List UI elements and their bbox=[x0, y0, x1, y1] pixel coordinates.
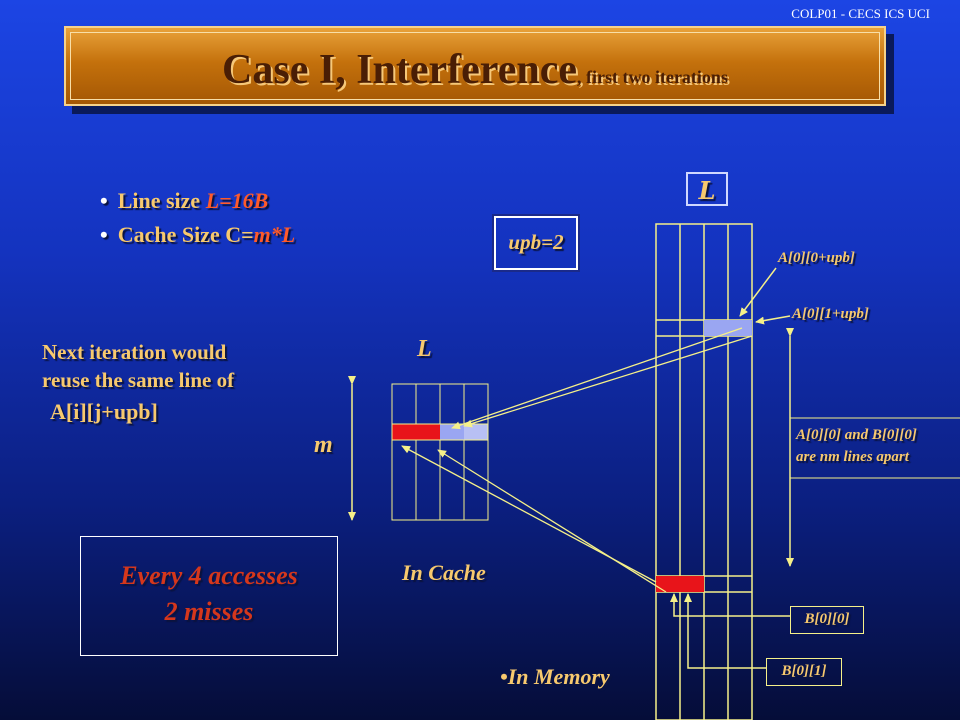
reuse-note: Next iteration would reuse the same line… bbox=[42, 338, 234, 426]
memory-apart-note: A[0][0] and B[0][0] are nm lines apart bbox=[796, 424, 917, 468]
memory-b0-label: B[0][0] bbox=[804, 611, 850, 627]
memory-line-label: L bbox=[698, 176, 716, 205]
cache-line-label: L bbox=[417, 336, 432, 362]
reuse-note-ref: A[i][j+upb] bbox=[50, 399, 158, 424]
cache-miss-block bbox=[392, 424, 440, 440]
a1-pointer-arrow bbox=[755, 315, 791, 325]
title-banner: Case I, Interference, first two iteratio… bbox=[64, 26, 886, 106]
memory-array bbox=[655, 223, 753, 720]
slide-title-sub: , first two iterations bbox=[576, 67, 728, 87]
summary-line-2: 2 misses bbox=[164, 597, 254, 626]
parameter-bullets: • Line size L=16B • Cache Size C=m*L bbox=[100, 188, 295, 256]
upb-label: upb=2 bbox=[508, 230, 564, 254]
cache-hit-block bbox=[440, 424, 464, 440]
map-arrow-a1 bbox=[451, 327, 743, 430]
a0-pointer-arrow bbox=[739, 267, 777, 317]
memory-b1-box: B[0][1] bbox=[766, 658, 842, 686]
apart-line-2: are nm lines apart bbox=[796, 449, 909, 465]
slide-title-main: Case I, Interference bbox=[222, 47, 577, 93]
bullet-text: Line size bbox=[117, 188, 206, 213]
memory-b0-box: B[0][0] bbox=[790, 606, 864, 634]
bullet-value: m*L bbox=[253, 222, 296, 247]
bullet-value: L=16B bbox=[205, 188, 269, 213]
memory-addr-a0: A[0][0+upb] bbox=[778, 250, 855, 266]
map-arrow-a0 bbox=[463, 335, 753, 428]
cache-rows-label: m bbox=[314, 432, 333, 458]
reuse-note-line-2: reuse the same line of bbox=[42, 368, 235, 392]
memory-caption-text: In Memory bbox=[507, 664, 610, 689]
summary-line-1: Every 4 accesses bbox=[120, 561, 298, 590]
bullet-dot-icon: • bbox=[500, 664, 508, 689]
miss-rate-summary: Every 4 accesses 2 misses bbox=[80, 536, 338, 656]
memory-b-line-block bbox=[656, 576, 704, 592]
memory-b1-label: B[0][1] bbox=[781, 663, 827, 679]
bullet-text: Cache Size C= bbox=[117, 222, 254, 247]
slide-title: Case I, Interference, first two iteratio… bbox=[66, 46, 884, 94]
memory-caption: •In Memory bbox=[500, 664, 610, 690]
bullet-dot-icon: • bbox=[100, 188, 108, 213]
bullet-dot-icon: • bbox=[100, 222, 108, 247]
upb-box: upb=2 bbox=[492, 214, 580, 272]
map-arrow-b1 bbox=[437, 449, 667, 593]
b0-pointer-arrow bbox=[670, 593, 790, 617]
apart-line-1: A[0][0] and B[0][0] bbox=[796, 427, 917, 443]
title-banner-inner-border bbox=[70, 32, 880, 100]
bullet-cache-size: • Cache Size C=m*L bbox=[100, 222, 295, 248]
memory-line-label-box: L bbox=[686, 172, 728, 206]
reuse-note-line-1: Next iteration would bbox=[42, 340, 227, 364]
cache-set-outline bbox=[391, 423, 489, 441]
b1-pointer-arrow bbox=[684, 593, 766, 669]
bullet-line-size: • Line size L=16B bbox=[100, 188, 295, 214]
memory-a-line-block bbox=[704, 320, 752, 336]
course-tag: COLP01 - CECS ICS UCI bbox=[791, 6, 930, 21]
memory-addr-a1: A[0][1+upb] bbox=[792, 306, 869, 322]
cache-hit-block-secondary bbox=[464, 424, 488, 440]
cache-caption: In Cache bbox=[402, 560, 486, 585]
